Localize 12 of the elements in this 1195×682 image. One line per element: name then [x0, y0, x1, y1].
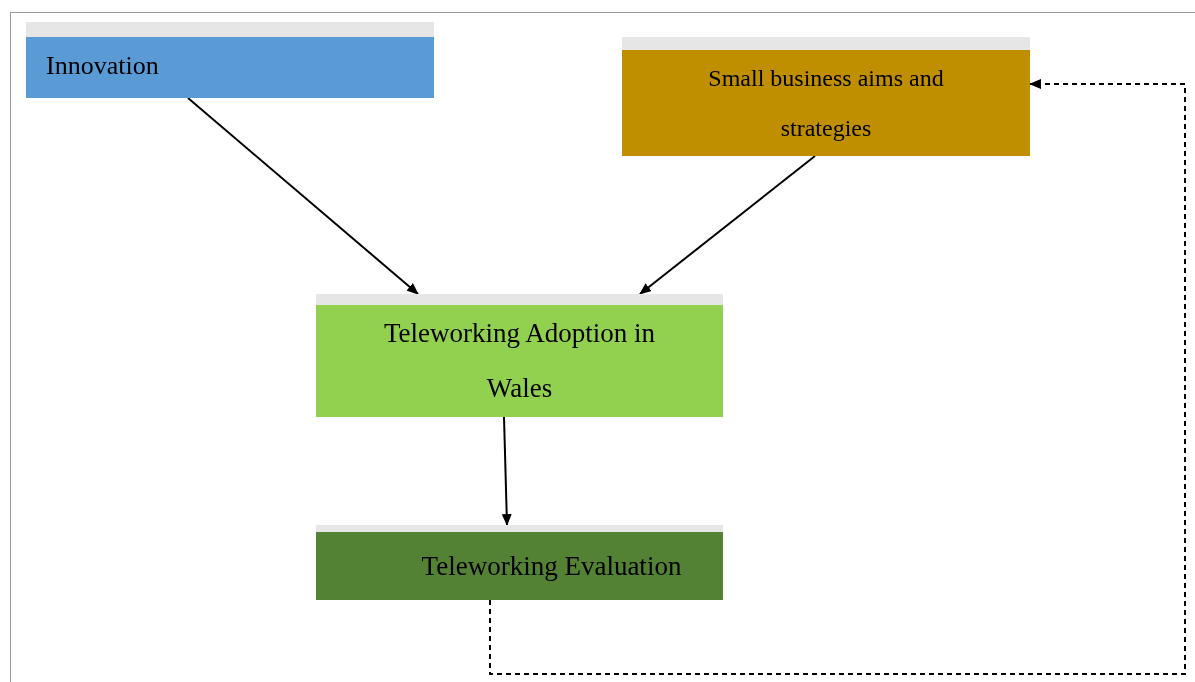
- arrow: [501, 416, 512, 526]
- process-box: [316, 294, 723, 417]
- dashed-arrow: [489, 79, 1186, 675]
- box-label: Teleworking Adoption in Wales: [382, 317, 657, 405]
- box-label: Small business aims and strategies: [707, 64, 945, 143]
- arrow: [639, 155, 816, 295]
- process-box: [622, 37, 1030, 156]
- box-label: Teleworking Evaluation: [421, 550, 682, 583]
- process-box: [316, 525, 723, 600]
- process-box: [26, 22, 434, 98]
- arrow: [187, 97, 419, 295]
- box-label: Innovation: [46, 50, 159, 82]
